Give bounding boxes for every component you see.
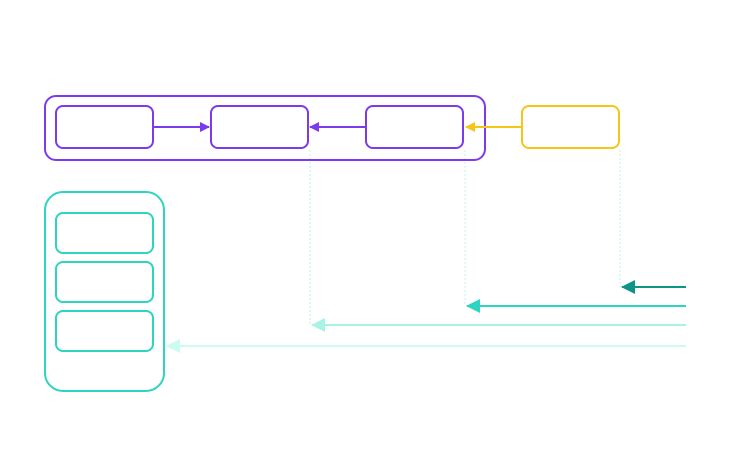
row-box-2[interactable] xyxy=(210,105,309,149)
row-box-3[interactable] xyxy=(365,105,464,149)
stack-box-1[interactable] xyxy=(55,212,154,254)
stack-group-container xyxy=(44,191,165,392)
external-box[interactable] xyxy=(521,105,620,149)
stack-box-2[interactable] xyxy=(55,261,154,303)
stack-box-3[interactable] xyxy=(55,310,154,352)
row-box-1[interactable] xyxy=(55,105,154,149)
